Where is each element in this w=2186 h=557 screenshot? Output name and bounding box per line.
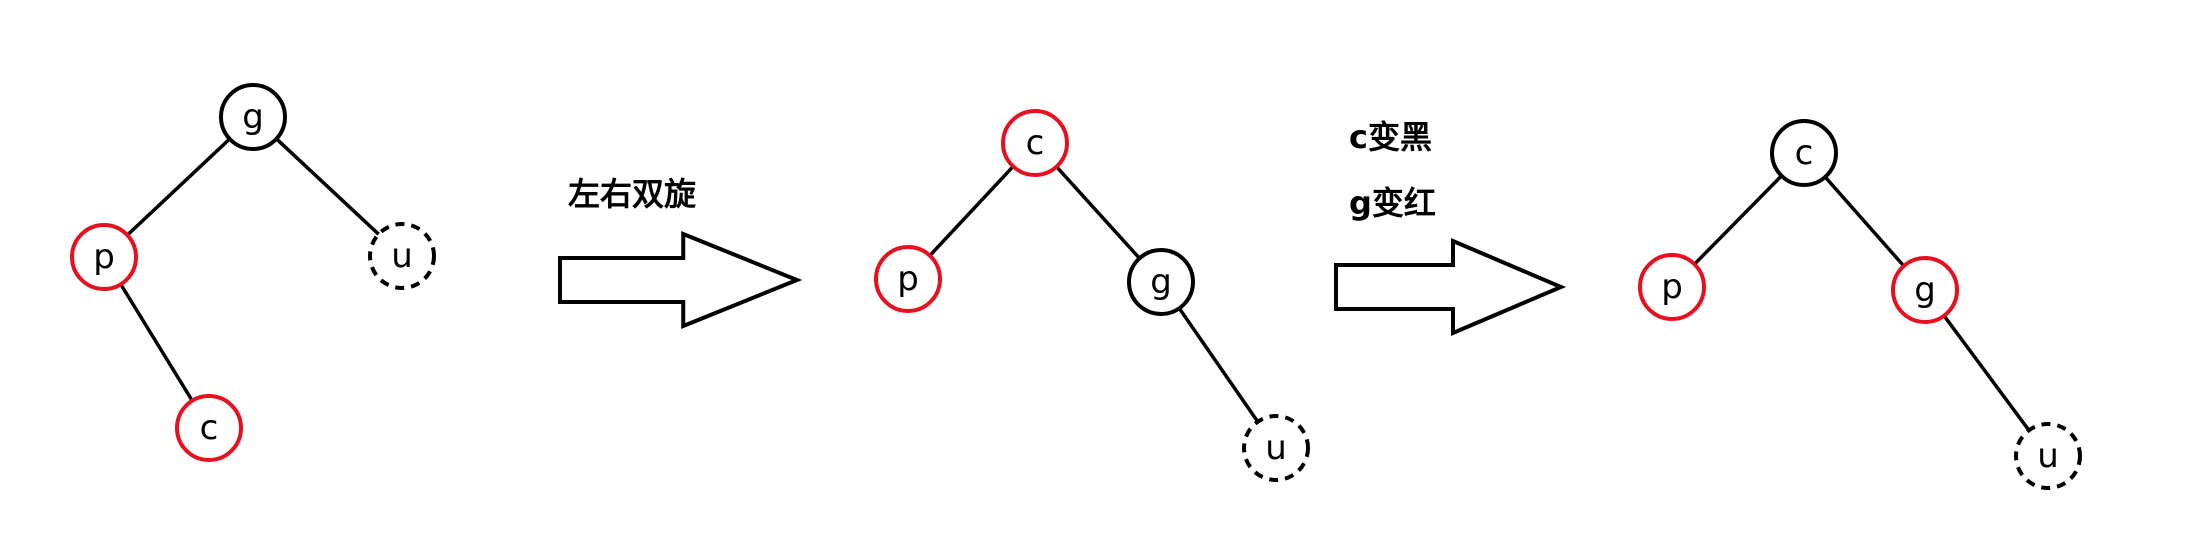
- step-arrow-1-label-1: 左右双旋: [568, 175, 696, 213]
- after-recolor-node-c-label: c: [1795, 133, 1814, 173]
- after-rotation-node-g: g: [1127, 248, 1195, 316]
- after-rotation-node-p-circle: [874, 245, 942, 313]
- before-node-p-circle: [70, 223, 138, 291]
- after-rotation-edge-c-p: [928, 164, 1015, 258]
- after-rotation-edge-g-u: [1177, 306, 1260, 424]
- after-rotation-node-u-label: u: [1265, 428, 1287, 468]
- before-node-u-label: u: [391, 236, 413, 276]
- after-recolor-node-p: p: [1638, 253, 1706, 321]
- after-recolor-node-p-label: p: [1661, 267, 1683, 307]
- before-node-p: p: [70, 223, 138, 291]
- after-recolor-node-u-circle: [2014, 422, 2082, 490]
- before-edge-g-u: [274, 137, 381, 236]
- after-recolor-node-u-label: u: [2037, 436, 2059, 476]
- after-recolor-node-g-circle: [1891, 256, 1959, 324]
- after-rotation-node-u: u: [1242, 414, 1310, 482]
- before-node-c-circle: [175, 394, 243, 462]
- step-arrow-2-label-2: g变红: [1349, 184, 1436, 222]
- after-recolor-node-c-circle: [1770, 119, 1838, 187]
- before-node-c-label: c: [200, 408, 219, 448]
- nodes-layer: g p u c c p g u c p g u: [70, 83, 2082, 490]
- after-rotation-node-c-label: c: [1026, 123, 1045, 163]
- after-rotation-node-c: c: [1001, 109, 1069, 177]
- after-recolor-node-g: g: [1891, 256, 1959, 324]
- before-node-g-label: g: [242, 97, 264, 137]
- after-rotation-node-p-label: p: [897, 259, 919, 299]
- before-node-p-label: p: [93, 237, 115, 277]
- edges-layer: [118, 137, 2031, 433]
- before-node-g-circle: [219, 83, 287, 151]
- step-arrow-1: [558, 231, 803, 329]
- after-rotation-node-g-circle: [1127, 248, 1195, 316]
- arrows-layer: 左右双旋 c变黑 g变红: [558, 118, 1567, 337]
- after-rotation-node-c-circle: [1001, 109, 1069, 177]
- before-node-g: g: [219, 83, 287, 151]
- after-rotation-node-g-label: g: [1150, 262, 1172, 302]
- after-recolor-edge-c-p: [1692, 174, 1784, 266]
- after-recolor-node-u: u: [2014, 422, 2082, 490]
- before-node-c: c: [175, 394, 243, 462]
- after-recolor-node-p-circle: [1638, 253, 1706, 321]
- after-recolor-node-c: c: [1770, 119, 1838, 187]
- after-rotation-node-u-circle: [1242, 414, 1310, 482]
- after-recolor-edge-c-g: [1823, 175, 1906, 268]
- before-node-u: u: [368, 222, 436, 290]
- step-arrow-2: [1334, 237, 1567, 337]
- after-rotation-edge-c-g: [1054, 164, 1142, 261]
- before-edge-p-c: [118, 282, 195, 403]
- step-arrow-2-label-1: c变黑: [1349, 118, 1432, 156]
- before-node-u-circle: [368, 222, 436, 290]
- after-rotation-node-p: p: [874, 245, 942, 313]
- before-edge-g-p: [125, 137, 232, 237]
- after-recolor-node-g-label: g: [1914, 270, 1936, 310]
- after-recolor-edge-g-u: [1942, 313, 2031, 433]
